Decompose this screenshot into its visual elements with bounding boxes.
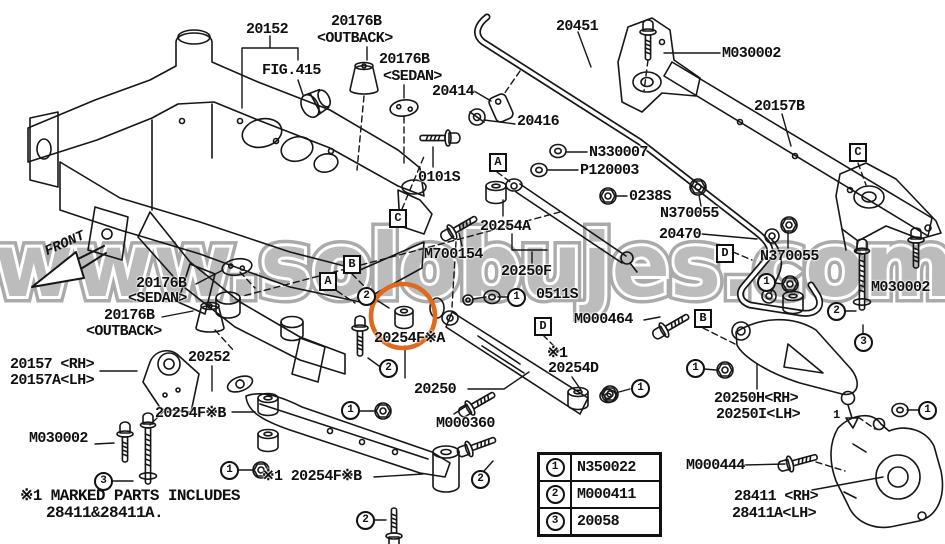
ref-box-d: D <box>716 244 734 263</box>
footnote-line-1: ※1 MARKED PARTS INCLUDES <box>20 487 240 505</box>
part-label: 0511S <box>536 286 579 303</box>
stabilizer-link-20470-drawing <box>761 228 783 304</box>
highlight-circle <box>368 281 438 351</box>
ref-circle-1: 1 <box>507 288 526 307</box>
leader-lines <box>94 31 919 521</box>
legend-ref-circle: 1 <box>545 458 565 477</box>
stabilizer-bar-drawing <box>468 13 824 317</box>
part-label: 20250H<RH> <box>714 390 799 407</box>
part-label: 20254A <box>480 218 531 235</box>
lateral-link-drawing <box>485 143 638 273</box>
subframe-drawing <box>27 29 433 413</box>
part-label: 20252 <box>188 349 231 366</box>
part-label: N330007 <box>589 144 648 161</box>
stabilizer-clamp <box>488 93 514 123</box>
part-label: P120003 <box>580 162 639 179</box>
ref-circle-1: 1 <box>220 461 239 480</box>
ref-circle-2: 2 <box>357 287 376 306</box>
ref-circle-1: 1 <box>757 273 776 292</box>
ref-circle-2: 2 <box>379 359 398 378</box>
ref-circle-2: 2 <box>471 470 490 489</box>
part-label: <OUTBACK> <box>86 323 162 340</box>
part-label: 20250 <box>414 381 457 398</box>
ref-circle-1: 1 <box>631 379 650 398</box>
part-label: M030002 <box>29 430 88 447</box>
line-art <box>27 13 944 544</box>
part-label: 20451 <box>556 18 599 35</box>
ref-box-a: A <box>319 272 337 291</box>
ref-circle-3: 3 <box>94 472 113 491</box>
part-label: M000444 <box>686 457 745 474</box>
part-label: 20152 <box>246 21 289 38</box>
part-label: 20176B <box>331 13 382 30</box>
part-label: 20250F <box>501 263 552 280</box>
fastener-drawings <box>116 19 925 544</box>
part-label: M700154 <box>424 246 483 263</box>
ref-box-c: C <box>849 143 867 162</box>
part-label: 20157A<LH> <box>10 372 95 389</box>
ref-circle-2: 2 <box>356 511 375 530</box>
legend-part-number: M000411 <box>577 486 636 503</box>
legend-ref-cell: 1 <box>540 455 572 480</box>
ref-box-a: A <box>489 153 507 172</box>
part-label: 0238S <box>629 188 672 205</box>
part-label: ※1 <box>547 345 568 362</box>
part-label: M000360 <box>436 415 495 432</box>
part-label: 20416 <box>517 113 560 130</box>
part-label: 20254D <box>548 360 599 377</box>
legend-table: 1 N350022 2 M000411 3 20058 <box>537 452 662 537</box>
part-label: M030002 <box>871 279 930 296</box>
ref-box-b: B <box>694 309 712 328</box>
ref-circle-3: 3 <box>854 333 873 352</box>
part-label: 20157B <box>754 98 805 115</box>
legend-ref-cell: 2 <box>540 482 572 507</box>
part-label: FIG.415 <box>262 62 321 79</box>
ref-box-d: D <box>534 317 552 336</box>
part-label: 20157 <RH> <box>10 356 95 373</box>
part-label: 0101S <box>418 169 461 186</box>
legend-ref-cell: 3 <box>540 509 572 534</box>
mount-drawings <box>195 61 419 333</box>
legend-row: 2 M000411 <box>540 482 659 509</box>
highlighted-bushing-drawing <box>394 305 414 330</box>
part-label: 28411A<LH> <box>732 505 817 522</box>
ref-box-b: B <box>343 255 361 274</box>
ref-circle-1: 1 <box>918 401 937 420</box>
ref-circle-1: 1 <box>341 401 360 420</box>
part-label: 20414 <box>432 83 475 100</box>
control-arm-drawing <box>731 290 859 429</box>
legend-ref-circle: 2 <box>545 485 565 504</box>
part-label: 20250I<LH> <box>716 406 801 423</box>
part-label: M030002 <box>722 45 781 62</box>
part-label: ※1 20254F※B <box>262 468 362 485</box>
part-label: 1 <box>833 408 840 422</box>
ref-box-c: C <box>389 209 407 228</box>
part-label: 28411 <RH> <box>734 488 819 505</box>
part-label: 20176B <box>104 307 155 324</box>
legend-ref-circle: 3 <box>545 512 565 531</box>
part-label: M000464 <box>574 311 633 328</box>
part-label: 20254F※B <box>155 405 226 422</box>
ref-circle-2: 2 <box>827 302 846 321</box>
ref-circle-1: 1 <box>686 359 705 378</box>
front-arrow <box>31 245 107 288</box>
legend-part-number: 20058 <box>577 513 620 530</box>
part-label: N370055 <box>660 205 719 222</box>
dashed-lines <box>149 59 876 472</box>
part-label: N370055 <box>760 248 819 265</box>
part-label: 20176B <box>379 51 430 68</box>
legend-row: 3 20058 <box>540 509 659 534</box>
footnote-line-2: 28411&28411A. <box>46 504 164 522</box>
part-label: 20176B <box>136 275 187 292</box>
part-label: <SEDAN> <box>128 290 187 307</box>
rear-link-20250-drawing <box>429 297 617 415</box>
part-label: <OUTBACK> <box>317 30 393 47</box>
legend-part-number: N350022 <box>577 459 636 476</box>
knuckle-drawing <box>830 415 944 529</box>
part-label: 20470 <box>659 226 702 243</box>
part-label: <SEDAN> <box>383 68 442 85</box>
part-label: 20254F※A <box>374 330 445 347</box>
legend-row: 1 N350022 <box>540 455 659 482</box>
